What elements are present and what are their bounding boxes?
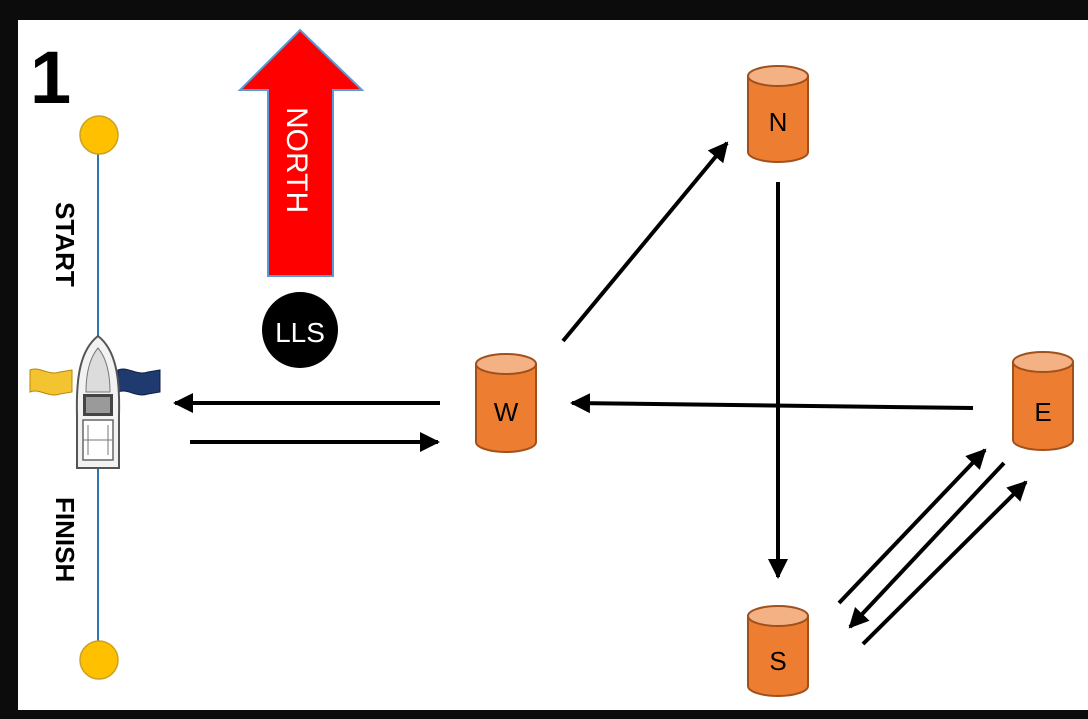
leg-arrow-s-to-e-1 [837, 448, 987, 605]
mark-w: W [475, 353, 537, 453]
course-arrows [173, 141, 1028, 646]
lls-badge: LLS [262, 292, 338, 368]
mark-s-label: S [769, 646, 786, 676]
start-label: START [50, 202, 80, 287]
north-arrow-icon: NORTH [237, 28, 365, 277]
course-number: 1 [30, 36, 71, 119]
mark-e-label: E [1034, 397, 1051, 427]
lls-label: LLS [275, 317, 325, 348]
leg-arrow-w-to-n [561, 141, 729, 343]
finish-buoy-icon [79, 640, 119, 680]
mark-s: S [747, 605, 809, 697]
mark-n-label: N [769, 107, 788, 137]
mark-n: N [747, 65, 809, 163]
mark-e: E [1012, 351, 1074, 451]
leg-arrow-s-to-e-2 [861, 480, 1028, 646]
committee-boat-icon [29, 334, 161, 469]
finish-label: FINISH [50, 497, 80, 582]
leg-arrow-e-to-w [570, 393, 974, 414]
leg-arrow-e-to-s [848, 461, 1006, 629]
north-arrow-label: NORTH [280, 107, 313, 213]
mark-w-label: W [494, 397, 519, 427]
start-finish-line: START FINISH [50, 115, 119, 680]
start-buoy-icon [79, 115, 119, 155]
